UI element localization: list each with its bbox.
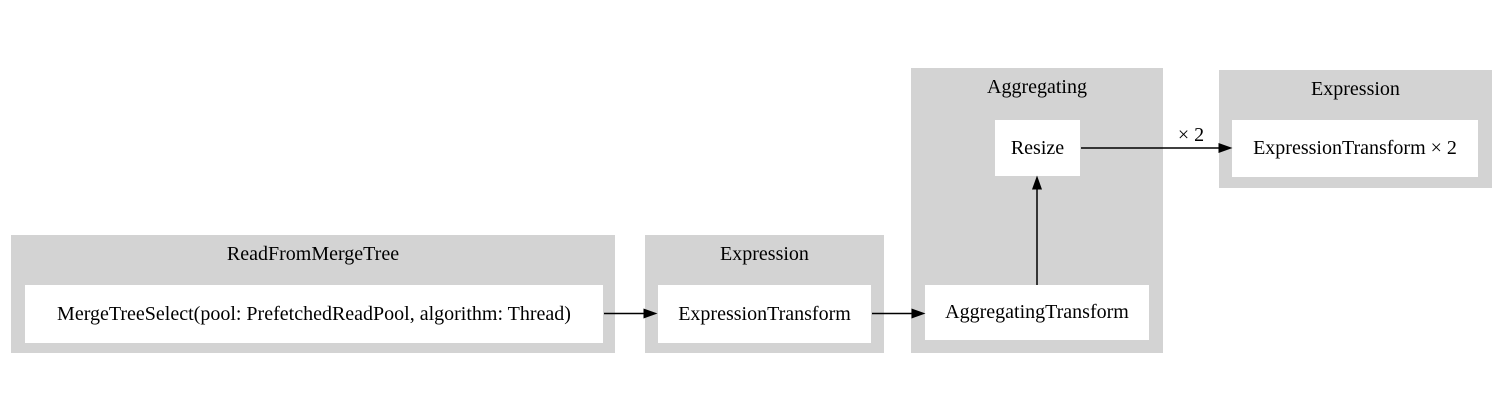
cluster-title-aggregating: Aggregating <box>987 76 1087 98</box>
node-expression-transform: ExpressionTransform <box>658 285 871 343</box>
node-expression-transform-x2: ExpressionTransform × 2 <box>1232 120 1478 177</box>
cluster-title-expression-2: Expression <box>1311 78 1400 100</box>
cluster-title-read-from-merge-tree: ReadFromMergeTree <box>226 243 400 265</box>
cluster-title-expression-1: Expression <box>720 243 809 265</box>
node-resize: Resize <box>995 120 1080 176</box>
node-aggregating-transform: AggregatingTransform <box>925 285 1149 340</box>
edge-label-x2: × 2 <box>1177 124 1205 146</box>
node-merge-tree-select: MergeTreeSelect(pool: PrefetchedReadPool… <box>25 285 603 343</box>
